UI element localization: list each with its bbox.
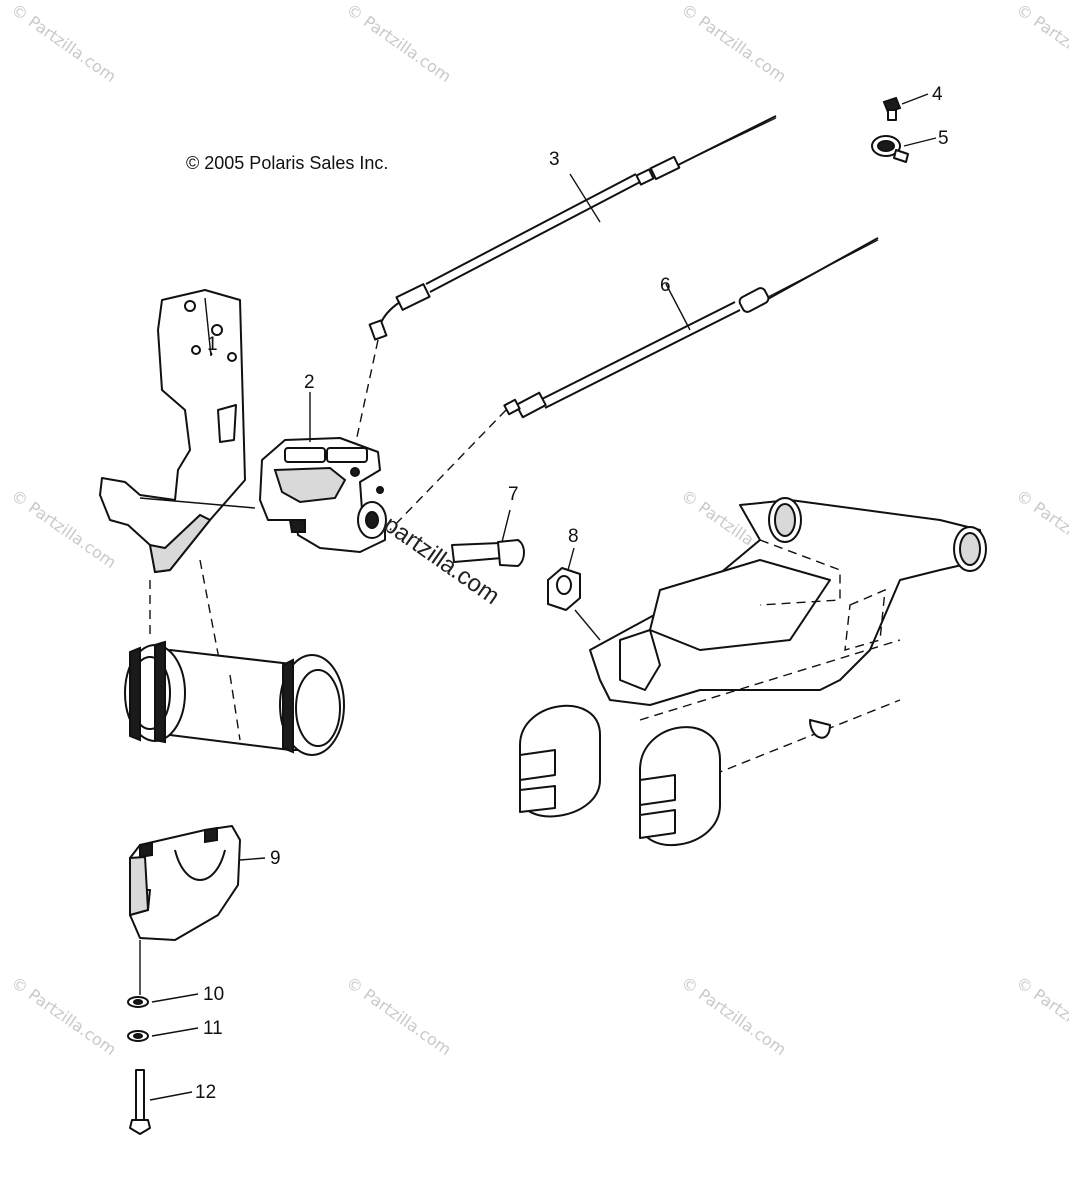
watermark: © Partzilla.com [678, 0, 790, 86]
callout-10: 10 [203, 984, 224, 1005]
callout-labels: 1 2 3 4 5 6 7 8 9 10 11 12 [195, 84, 949, 1103]
watermark: © Partzilla.com [343, 973, 455, 1059]
callout-2: 2 [304, 372, 315, 393]
watermark: © Partzilla.com [1013, 486, 1069, 572]
callout-7: 7 [508, 484, 519, 505]
part-2-brake-caliper[interactable] [259, 437, 387, 553]
part-12-bolt[interactable] [129, 1069, 151, 1135]
callout-12: 12 [195, 1082, 216, 1103]
watermark: © Partzilla.com [1013, 0, 1069, 86]
part-7-pin[interactable] [451, 509, 525, 567]
part-10-washer[interactable] [127, 996, 149, 1008]
watermark: © Partzilla.com [678, 973, 790, 1059]
callout-4: 4 [932, 84, 943, 105]
part-6-cable[interactable] [503, 237, 879, 419]
leader-lines [149, 93, 937, 1101]
callout-5: 5 [938, 128, 949, 149]
callout-1: 1 [207, 334, 218, 355]
callout-11: 11 [203, 1018, 223, 1039]
callout-6: 6 [660, 275, 671, 296]
axle-carrier[interactable] [124, 640, 345, 756]
part-9-lower-bracket[interactable] [129, 825, 241, 941]
watermark: © Partzilla.com [1013, 973, 1069, 1059]
callout-8: 8 [568, 526, 579, 547]
copyright-text: © 2005 Polaris Sales Inc. [186, 153, 388, 173]
watermark: © Partzilla.com [8, 0, 120, 86]
callout-3: 3 [549, 149, 560, 170]
watermark: © Partzilla.com [343, 0, 455, 86]
part-3-cable[interactable] [368, 115, 777, 341]
part-5-clip[interactable] [871, 135, 909, 163]
callout-9: 9 [270, 848, 281, 869]
part-11-washer[interactable] [127, 1030, 149, 1042]
part-1-caliper-bracket[interactable] [99, 289, 256, 574]
swingarm[interactable] [519, 497, 987, 846]
part-8-nut[interactable] [547, 547, 601, 641]
center-watermark: partzilla.com [379, 511, 505, 610]
part-4-screw[interactable] [882, 96, 902, 121]
watermark: © Partzilla.com [8, 973, 120, 1059]
